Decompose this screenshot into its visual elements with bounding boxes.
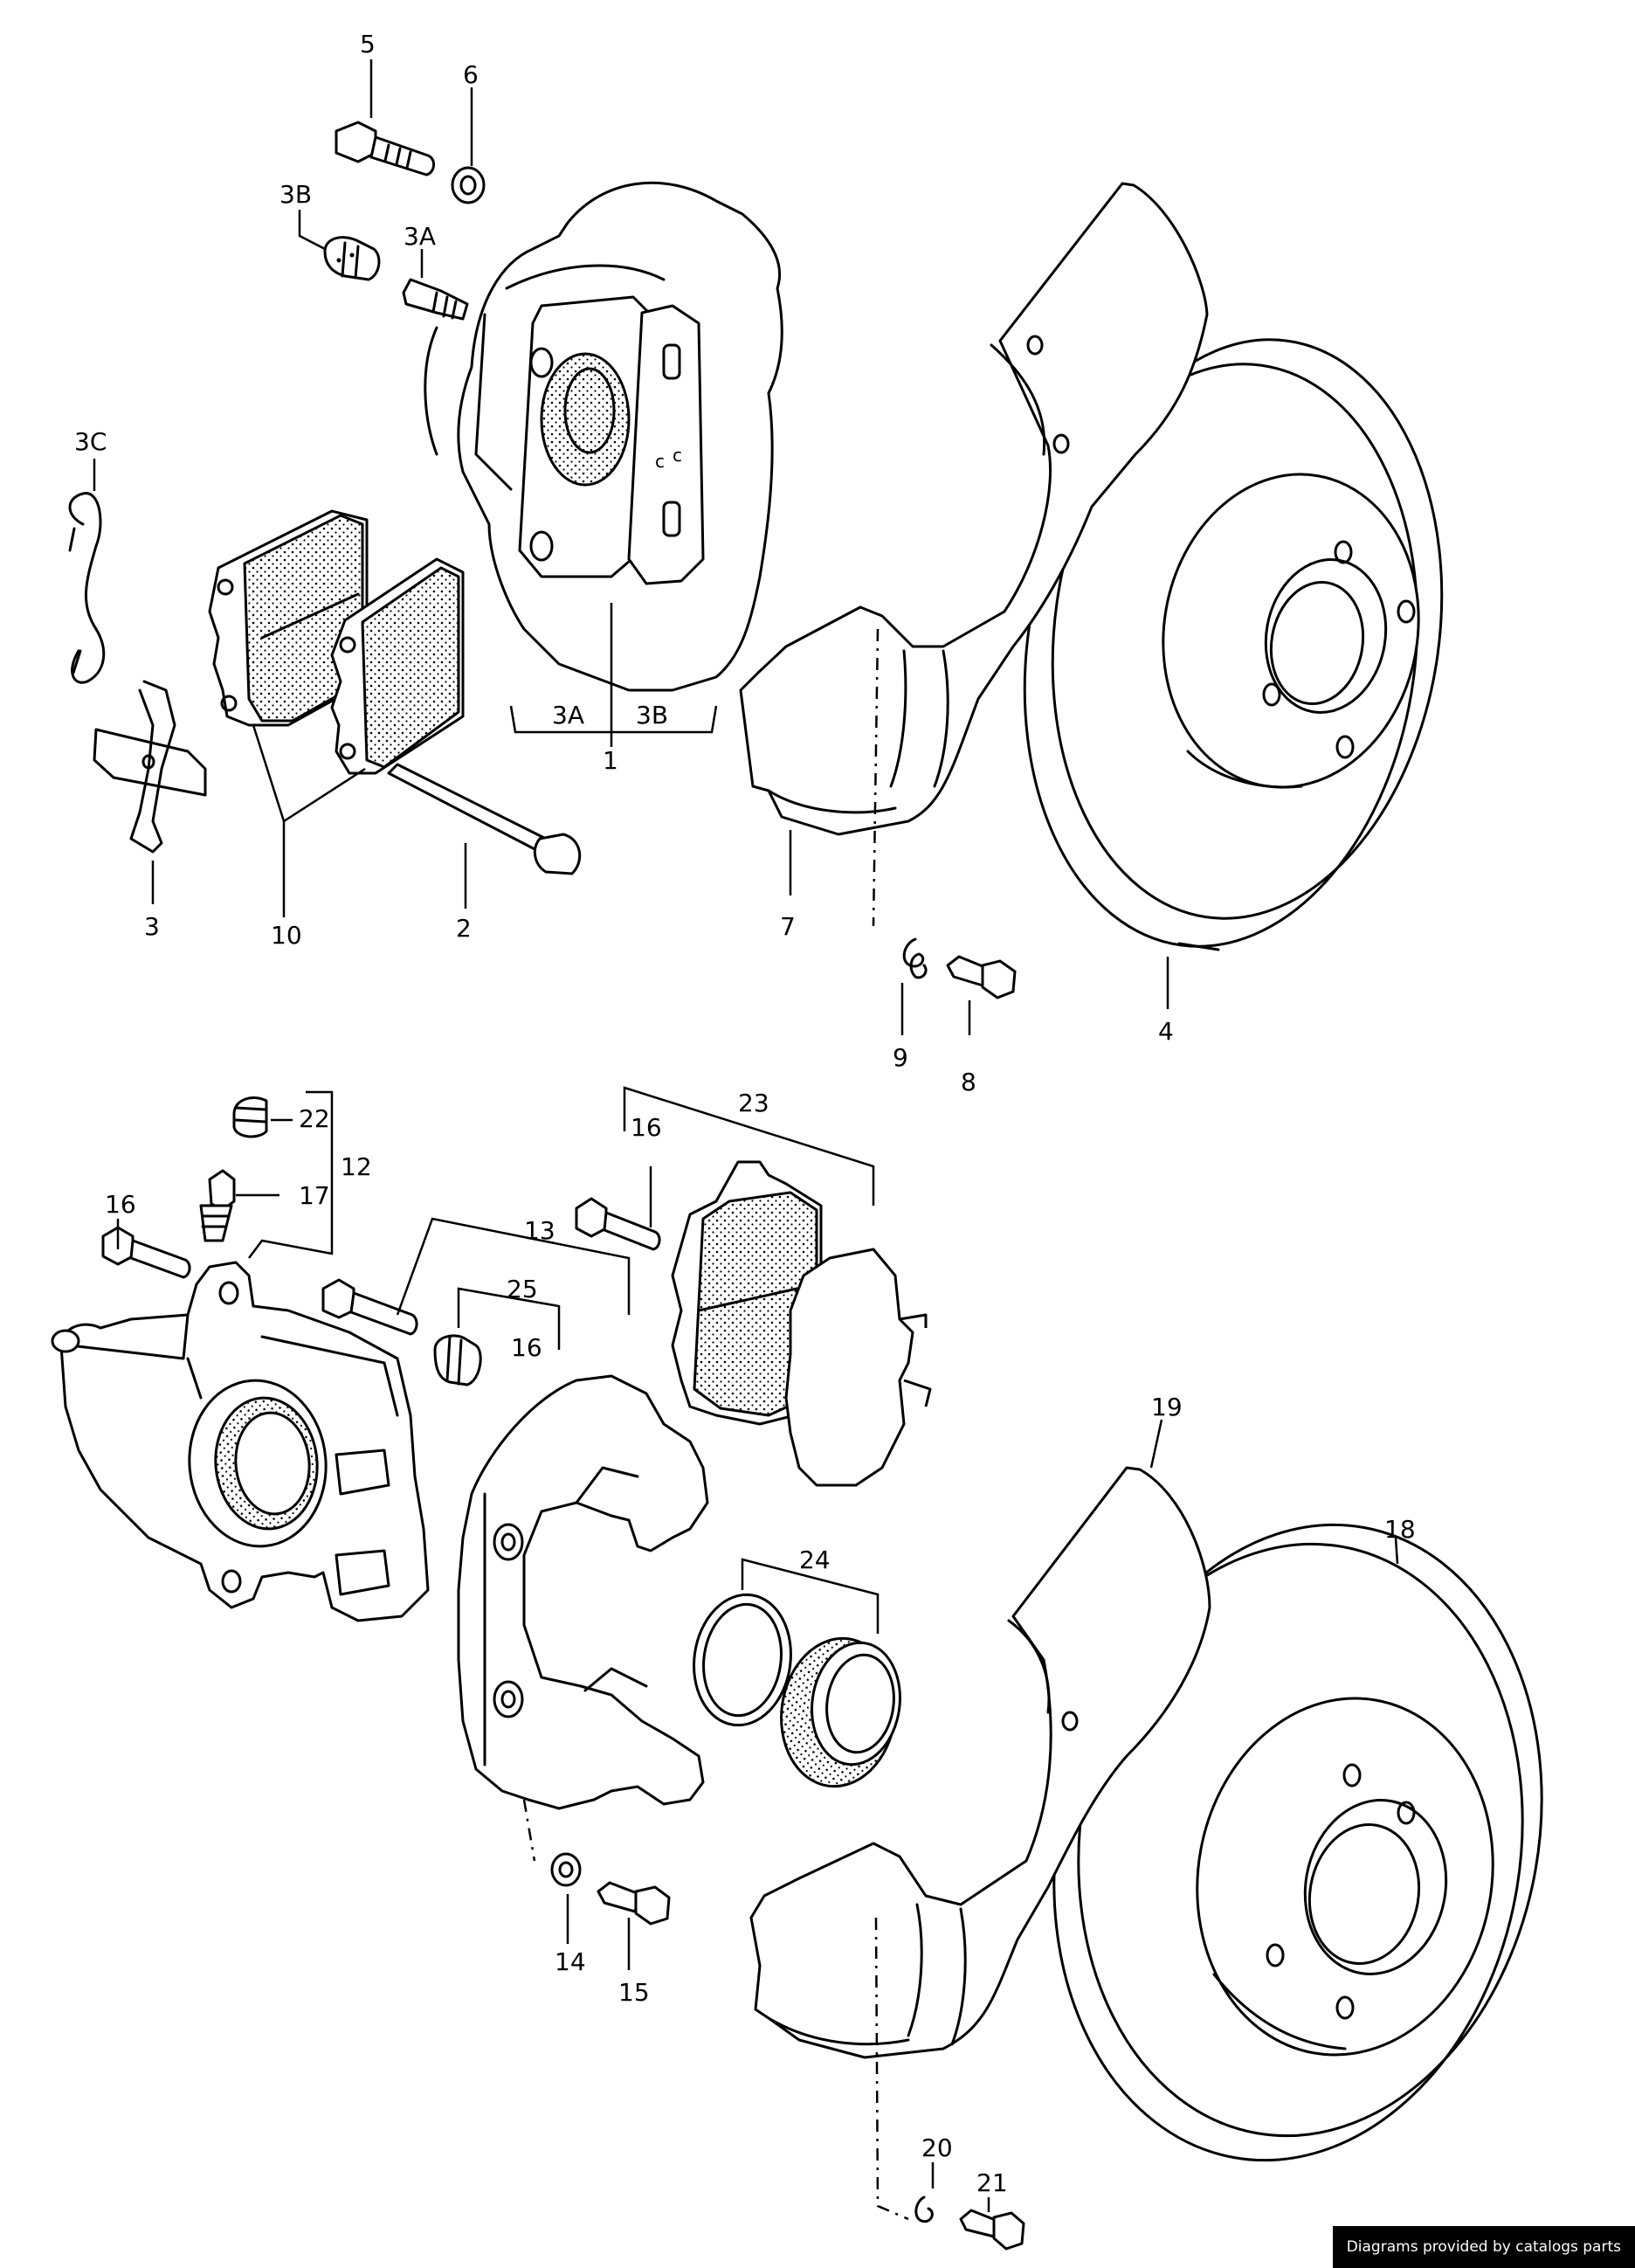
credit-badge: Diagrams provided by catalogs parts xyxy=(1332,2226,1635,2268)
label-3: 3 xyxy=(144,912,160,941)
label-3a-top: 3A xyxy=(404,222,436,251)
anti-rattle-spring xyxy=(93,680,207,854)
washer-upper xyxy=(451,166,486,204)
label-2: 2 xyxy=(456,914,472,943)
callout-labels: 5 6 3B 3A 3C 3A 3B 1 3 10 2 7 9 8 4 22 1… xyxy=(74,30,1416,2197)
carrier-washer-lower xyxy=(550,1852,582,1887)
caliper-upper: c c xyxy=(424,181,783,692)
label-23: 23 xyxy=(738,1089,769,1117)
label-12: 12 xyxy=(341,1152,372,1181)
label-16-top: 16 xyxy=(631,1113,662,1142)
label-6: 6 xyxy=(463,60,479,89)
label-9: 9 xyxy=(893,1043,908,1072)
shield-washer-lower xyxy=(914,2195,934,2223)
shield-washer-upper xyxy=(902,937,928,979)
label-21: 21 xyxy=(976,2168,1008,2197)
label-5: 5 xyxy=(360,30,376,59)
shield-bolt-upper xyxy=(946,955,1017,999)
brake-pads-upper xyxy=(208,509,465,775)
label-7: 7 xyxy=(780,912,796,941)
spring-clip-3c xyxy=(68,492,106,684)
label-10: 10 xyxy=(271,921,302,950)
splash-shield-upper xyxy=(739,182,1209,836)
guide-bushing-lower xyxy=(433,1334,482,1386)
brake-disc-upper xyxy=(1023,338,1444,951)
guide-pin-upper xyxy=(387,763,582,875)
bleeder-cap-upper xyxy=(323,236,381,281)
leader-lines xyxy=(93,59,1399,2221)
guide-bolt-lower xyxy=(321,1278,418,1336)
label-14: 14 xyxy=(555,1947,586,1976)
label-4: 4 xyxy=(1158,1017,1174,1046)
brake-pads-lower xyxy=(671,1160,932,1487)
label-20: 20 xyxy=(921,2133,953,2162)
piston-seal xyxy=(693,1593,792,1727)
label-19: 19 xyxy=(1151,1393,1183,1421)
label-22: 22 xyxy=(299,1104,330,1133)
splash-shield-lower xyxy=(749,1466,1211,2059)
caliper-bolt-lower-b xyxy=(575,1197,661,1251)
label-3a-bracket: 3A xyxy=(552,701,584,729)
label-16-bushing: 16 xyxy=(511,1333,542,1362)
label-25: 25 xyxy=(507,1275,538,1303)
caliper-bolt-lower-a xyxy=(101,1226,191,1279)
piston-boot xyxy=(780,1636,901,1788)
label-15: 15 xyxy=(618,1978,650,2007)
caliper-carrier-lower xyxy=(457,1374,709,1810)
label-8: 8 xyxy=(961,1068,976,1096)
svg-text:c: c xyxy=(673,445,682,466)
label-16-left: 16 xyxy=(105,1190,136,1219)
shield-bolt-lower xyxy=(959,2209,1025,2251)
caliper-bleeder-upper xyxy=(402,278,469,321)
label-24: 24 xyxy=(799,1545,831,1574)
bleeder-cap-lower xyxy=(232,1096,268,1138)
carrier-bolt-lower xyxy=(597,1881,671,1926)
label-3c: 3C xyxy=(74,427,107,456)
label-3b-bracket: 3B xyxy=(636,701,668,729)
label-3b-top: 3B xyxy=(279,180,312,209)
label-18: 18 xyxy=(1384,1515,1416,1544)
bleeder-bolt-lower xyxy=(199,1169,236,1242)
label-1: 1 xyxy=(603,746,618,775)
svg-text:c: c xyxy=(655,451,665,472)
label-17: 17 xyxy=(299,1181,330,1210)
caliper-bolt-upper xyxy=(335,121,435,176)
caliper-housing-lower xyxy=(51,1261,430,1622)
label-13: 13 xyxy=(524,1216,555,1245)
